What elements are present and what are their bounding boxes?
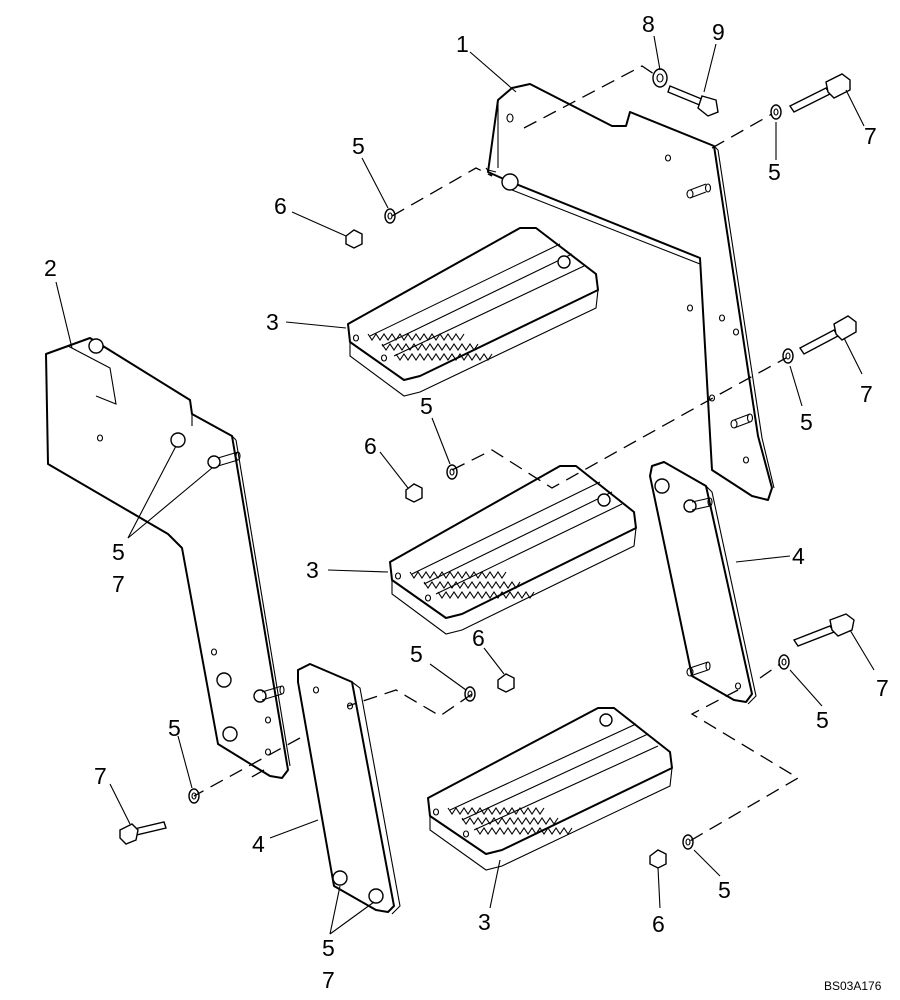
callout-6: 6 [364,433,377,459]
callout-5: 5 [768,159,781,185]
callout-7: 7 [876,675,889,701]
washer-hardware [188,68,794,850]
callout-9: 9 [712,19,725,45]
callout-5: 5 [322,935,335,961]
plate-part-4-left [297,663,401,915]
bracket-part-1 [485,83,775,501]
nut-hardware [345,229,667,869]
plate-part-4-right [649,461,757,705]
drawing-id: BS03A176 [824,979,882,993]
callout-3-top: 3 [266,309,279,335]
step-part-3-top [347,227,599,397]
callout-5: 5 [800,409,813,435]
callout-5: 5 [718,877,731,903]
step-part-3-middle [389,465,637,635]
bolt-hardware [119,73,857,845]
callout-6: 6 [472,625,485,651]
callout-6: 6 [652,911,665,937]
callout-5: 5 [352,133,365,159]
callout-5: 5 [410,641,423,667]
callout-1: 1 [456,31,469,57]
callout-5: 5 [816,707,829,733]
callout-5: 5 [112,539,125,565]
callout-5: 5 [420,393,433,419]
leader-lines [55,35,875,935]
callout-7: 7 [322,967,335,993]
callout-5: 5 [168,715,181,741]
callout-3-bottom: 3 [478,909,491,935]
step-part-3-bottom [427,707,673,871]
callout-labels: 1 2 3 3 3 4 4 5 5 5 5 5 5 5 5 5 5 6 6 6 … [44,11,889,993]
callout-4-left: 4 [252,831,265,857]
assembly-lines [193,65,800,843]
callout-4-right: 4 [792,543,805,569]
callout-7: 7 [864,123,877,149]
callout-8: 8 [642,11,655,37]
callout-2: 2 [44,255,57,281]
callout-3-middle: 3 [306,557,319,583]
bracket-part-2 [45,337,291,779]
callout-7: 7 [112,571,125,597]
callout-7: 7 [94,763,107,789]
callout-7: 7 [860,381,873,407]
callout-6: 6 [274,193,287,219]
